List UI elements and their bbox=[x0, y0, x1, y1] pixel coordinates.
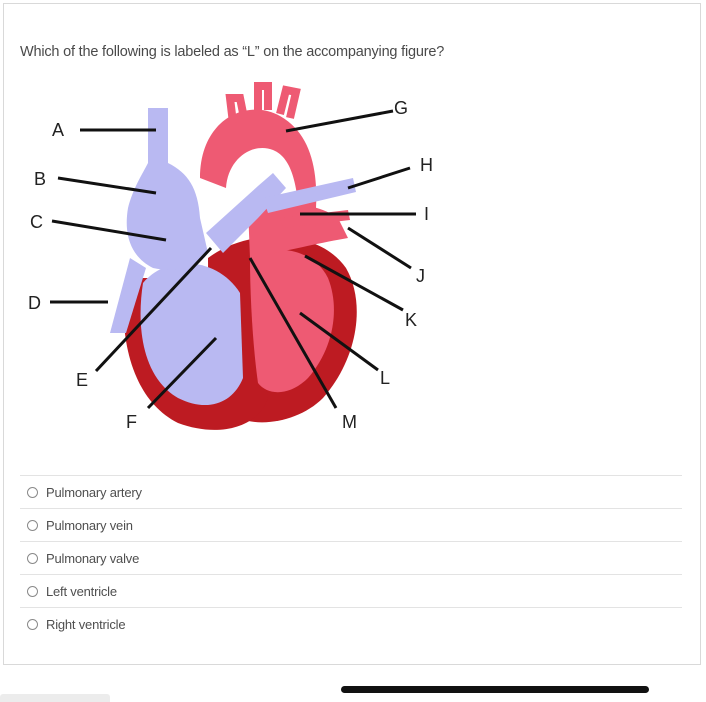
right-ventricle-chamber bbox=[140, 263, 243, 406]
option-label: Pulmonary vein bbox=[46, 517, 133, 533]
label-c: C bbox=[30, 212, 43, 232]
label-j: J bbox=[416, 266, 425, 286]
pulmonary-branch bbox=[263, 178, 356, 213]
label-k: K bbox=[405, 310, 417, 330]
radio-button[interactable] bbox=[27, 552, 38, 564]
option-pulmonary-valve[interactable]: Pulmonary valve bbox=[20, 541, 682, 574]
radio-button[interactable] bbox=[27, 618, 38, 630]
label-e: E bbox=[76, 370, 88, 390]
label-a: A bbox=[52, 120, 64, 140]
inferior-vena-cava bbox=[110, 258, 146, 333]
aortic-branches bbox=[225, 82, 301, 124]
bottom-bar bbox=[0, 694, 110, 702]
option-pulmonary-artery[interactable]: Pulmonary artery bbox=[20, 475, 682, 508]
label-f: F bbox=[126, 412, 137, 432]
label-d: D bbox=[28, 293, 41, 313]
label-h: H bbox=[420, 155, 433, 175]
answer-options: Pulmonary artery Pulmonary vein Pulmonar… bbox=[20, 475, 682, 640]
radio-button[interactable] bbox=[27, 585, 38, 597]
option-label: Left ventricle bbox=[46, 583, 117, 599]
label-l: L bbox=[380, 368, 390, 388]
leader-lines bbox=[50, 109, 416, 410]
home-indicator[interactable] bbox=[341, 686, 649, 693]
label-b: B bbox=[34, 169, 46, 189]
option-label: Right ventricle bbox=[46, 616, 126, 632]
label-m: M bbox=[342, 412, 357, 432]
option-right-ventricle[interactable]: Right ventricle bbox=[20, 607, 682, 640]
question-text: Which of the following is labeled as “L”… bbox=[20, 44, 445, 60]
label-g: G bbox=[394, 98, 408, 118]
label-i: I bbox=[424, 204, 429, 224]
superior-vena-cava bbox=[126, 108, 208, 270]
left-ventricle-chamber bbox=[250, 249, 334, 393]
heart-diagram: A B C D E F G H I J K L M bbox=[28, 82, 433, 432]
radio-button[interactable] bbox=[27, 486, 38, 498]
option-pulmonary-vein[interactable]: Pulmonary vein bbox=[20, 508, 682, 541]
option-label: Pulmonary artery bbox=[46, 484, 142, 500]
radio-button[interactable] bbox=[27, 519, 38, 531]
option-left-ventricle[interactable]: Left ventricle bbox=[20, 574, 682, 607]
aorta bbox=[200, 109, 317, 228]
pulmonary-artery bbox=[206, 173, 286, 253]
option-label: Pulmonary valve bbox=[46, 550, 140, 566]
